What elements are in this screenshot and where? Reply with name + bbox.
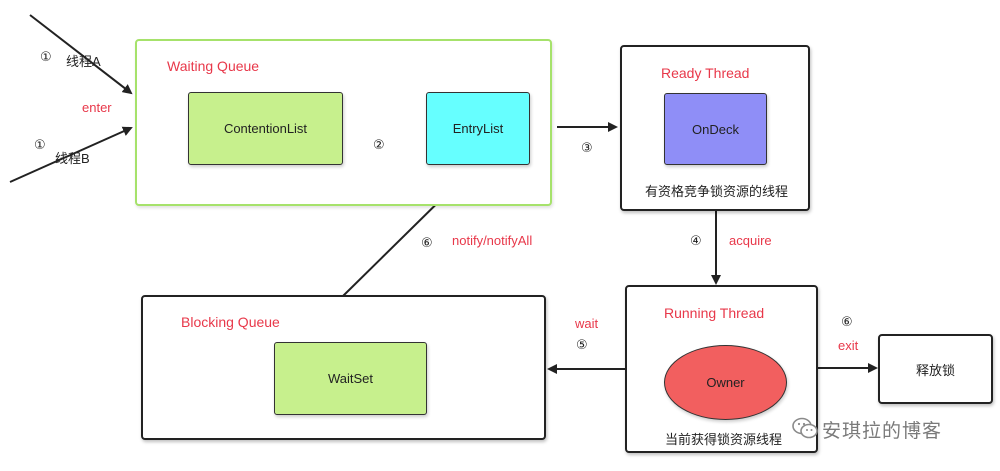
watermark-text: 安琪拉的博客: [822, 421, 943, 442]
enter-label: enter: [82, 100, 112, 115]
thread-b-label: 线程B: [55, 151, 90, 166]
contention-list-node: ContentionList: [188, 92, 343, 165]
arrow-thread-b-enter: [9, 126, 133, 183]
release-lock-box: 释放锁: [878, 334, 993, 404]
running-thread-title: Running Thread: [664, 305, 765, 321]
step-3-label: ③: [581, 140, 593, 155]
blocking-queue-title: Blocking Queue: [181, 314, 280, 330]
blocking-queue-box: [141, 295, 546, 440]
release-lock-label: 释放锁: [915, 362, 955, 378]
ondeck-node: OnDeck: [664, 93, 767, 165]
wechat-icon: [791, 414, 819, 442]
exit-label: exit: [838, 338, 859, 353]
step-5-label: ⑤: [576, 337, 588, 352]
acquire-label: acquire: [729, 233, 772, 248]
ready-thread-title: Ready Thread: [661, 65, 750, 81]
running-thread-caption: 当前获得锁资源线程: [665, 432, 783, 447]
entry-list-node: EntryList: [426, 92, 530, 165]
arrow-thread-a-enter: [29, 14, 133, 95]
step-6-exit-label: ⑥: [841, 314, 853, 329]
waiting-queue-title: Waiting Queue: [167, 58, 260, 74]
waitset-node: WaitSet: [274, 342, 427, 415]
thread-a-label: 线程A: [66, 54, 101, 69]
owner-node: Owner: [664, 345, 787, 420]
notify-label: notify/notifyAll: [452, 233, 533, 248]
step-4-label: ④: [690, 233, 702, 248]
step-1-b-label: ①: [34, 137, 46, 152]
wait-label: wait: [575, 316, 599, 331]
ready-thread-caption: 有资格竞争锁资源的线程: [645, 184, 789, 199]
step-2-label: ②: [373, 137, 385, 152]
step-1-a-label: ①: [40, 49, 52, 64]
step-6-notify-label: ⑥: [421, 235, 433, 250]
